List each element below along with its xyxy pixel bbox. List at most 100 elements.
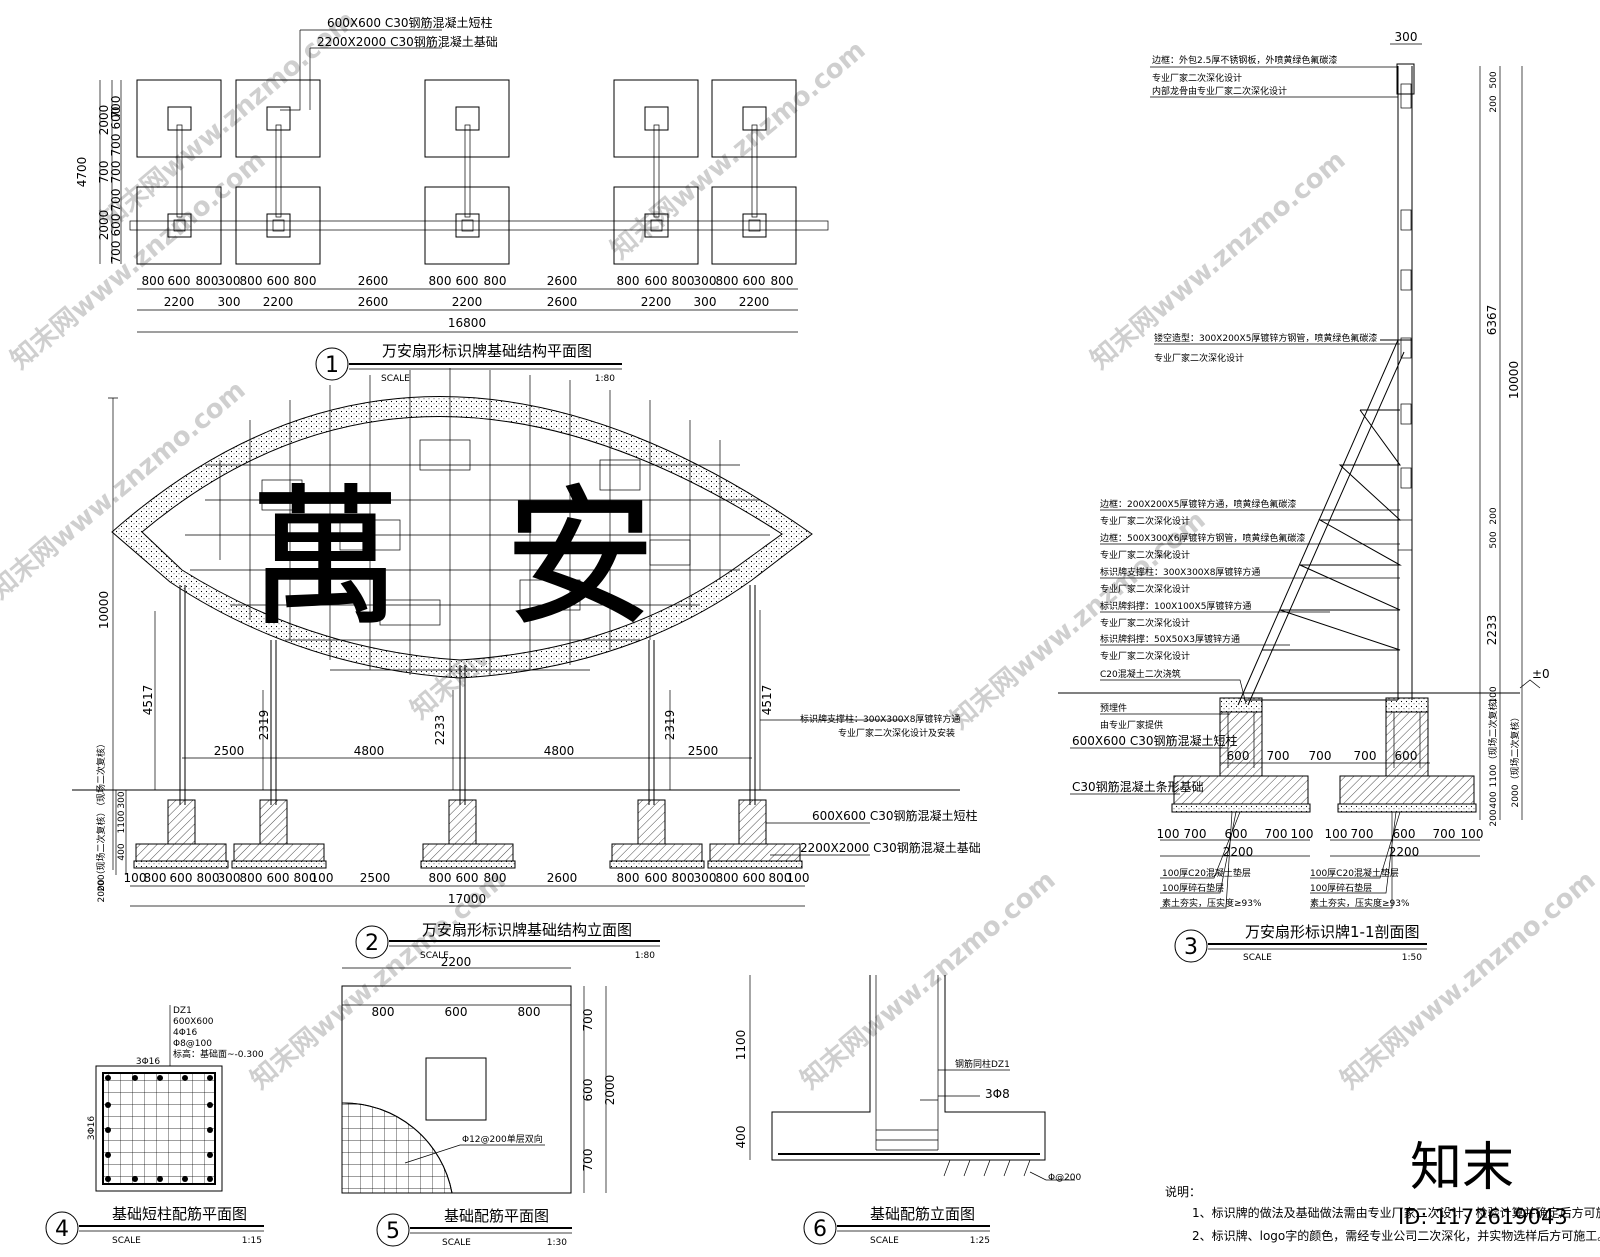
- svg-text:300: 300: [694, 871, 717, 885]
- svg-text:2200X2000 C30钢筋混凝土基础: 2200X2000 C30钢筋混凝土基础: [800, 840, 981, 855]
- svg-text:800: 800: [294, 274, 317, 288]
- svg-text:2600: 2600: [358, 295, 389, 309]
- drawing-number-circle: [1174, 929, 1208, 963]
- svg-text:1100（现场二次复核）: 1100（现场二次复核）: [1487, 693, 1499, 788]
- general-notes: 说明： 1、标识牌的做法及基础做法需由专业厂家二次设计、检验计算并确定后方可施工…: [1165, 1184, 1600, 1243]
- svg-text:标识牌斜撑：100X100X5厚镀锌方通: 标识牌斜撑：100X100X5厚镀锌方通: [1100, 600, 1251, 612]
- svg-text:800: 800: [142, 274, 165, 288]
- svg-text:400: 400: [1489, 791, 1499, 808]
- svg-text:100: 100: [124, 871, 147, 885]
- plan-footings: [129, 79, 829, 265]
- svg-text:600: 600: [456, 274, 479, 288]
- svg-text:4Φ16: 4Φ16: [173, 1028, 198, 1038]
- svg-text:1:50: 1:50: [1402, 953, 1422, 963]
- svg-text:10000: 10000: [1507, 361, 1521, 399]
- svg-text:6367: 6367: [1485, 305, 1499, 336]
- svg-text:600: 600: [1393, 827, 1416, 841]
- svg-text:700: 700: [581, 1149, 595, 1172]
- svg-text:Φ12@200单层双向: Φ12@200单层双向: [462, 1133, 543, 1145]
- svg-text:C20混凝土二次浇筑: C20混凝土二次浇筑: [1100, 668, 1181, 680]
- svg-text:2200: 2200: [1389, 845, 1420, 859]
- svg-text:700: 700: [109, 96, 123, 119]
- svg-text:600X600 C30钢筋混凝土短柱: 600X600 C30钢筋混凝土短柱: [1072, 733, 1238, 748]
- svg-text:SCALE: SCALE: [112, 1236, 141, 1246]
- svg-text:700: 700: [109, 161, 123, 184]
- svg-text:600: 600: [645, 871, 668, 885]
- svg-text:1:25: 1:25: [970, 1236, 990, 1246]
- svg-text:1100: 1100: [117, 810, 127, 833]
- svg-text:100厚C20混凝土垫层: 100厚C20混凝土垫层: [1310, 867, 1399, 879]
- elev-foundations: [133, 799, 803, 869]
- svg-text:100厚C20混凝土垫层: 100厚C20混凝土垫层: [1162, 867, 1251, 879]
- svg-text:16800: 16800: [448, 316, 486, 330]
- svg-text:800: 800: [197, 871, 220, 885]
- level-mark: ±0: [1532, 667, 1550, 681]
- svg-text:SCALE: SCALE: [442, 1238, 471, 1248]
- svg-text:专业厂家二次深化设计: 专业厂家二次深化设计: [1154, 352, 1244, 364]
- svg-text:Φ8@100: Φ8@100: [173, 1039, 212, 1049]
- svg-text:100: 100: [311, 871, 334, 885]
- svg-text:700: 700: [1351, 827, 1374, 841]
- svg-text:800: 800: [484, 274, 507, 288]
- svg-text:100: 100: [1489, 686, 1499, 703]
- svg-text:800: 800: [372, 1005, 395, 1019]
- svg-text:2000（现场二次复核）: 2000（现场二次复核）: [95, 808, 107, 903]
- sign-character: 安: [505, 472, 655, 646]
- svg-text:300: 300: [694, 274, 717, 288]
- svg-text:2000: 2000: [97, 210, 111, 241]
- svg-text:C30钢筋混凝土条形基础: C30钢筋混凝土条形基础: [1072, 779, 1204, 794]
- svg-text:800: 800: [429, 871, 452, 885]
- svg-text:800: 800: [716, 871, 739, 885]
- svg-text:1:15: 1:15: [242, 1236, 262, 1246]
- svg-text:800: 800: [672, 871, 695, 885]
- svg-text:专业厂家二次深化设计: 专业厂家二次深化设计: [1100, 549, 1190, 561]
- svg-text:800: 800: [429, 274, 452, 288]
- svg-text:600: 600: [170, 871, 193, 885]
- svg-text:800: 800: [144, 871, 167, 885]
- svg-text:专业厂家二次深化设计: 专业厂家二次深化设计: [1152, 72, 1242, 84]
- svg-text:2233: 2233: [1485, 615, 1499, 646]
- svg-text:500: 500: [1489, 71, 1499, 88]
- svg-text:300: 300: [1395, 30, 1418, 44]
- svg-text:2、标识牌、logo字的颜色，需经专业公司二次深化，并实物选: 2、标识牌、logo字的颜色，需经专业公司二次深化，并实物选样后方可施工。: [1192, 1228, 1600, 1243]
- svg-text:标识牌斜撑：50X50X3厚镀锌方通: 标识牌斜撑：50X50X3厚镀锌方通: [1100, 633, 1240, 645]
- svg-text:400: 400: [734, 1126, 748, 1149]
- svg-text:600X600 C30钢筋混凝土短柱: 600X600 C30钢筋混凝土短柱: [812, 808, 978, 823]
- svg-text:镂空造型：300X200X5厚镀锌方钢管，喷黄绿色氟碳漆: 镂空造型：300X200X5厚镀锌方钢管，喷黄绿色氟碳漆: [1154, 332, 1377, 344]
- svg-text:600: 600: [445, 1005, 468, 1019]
- svg-text:4517: 4517: [760, 685, 774, 716]
- svg-text:2200: 2200: [1223, 845, 1254, 859]
- plan-drawing: 600X600 C30钢筋混凝土短柱 2200X2000 C30钢筋混凝土基础 …: [75, 15, 829, 384]
- svg-text:专业厂家二次深化设计: 专业厂家二次深化设计: [1100, 650, 1190, 662]
- svg-text:800: 800: [484, 871, 507, 885]
- plan-bottom-dims: 800 600 800 300 800 600 800 2600 800 600…: [142, 274, 794, 330]
- svg-text:2200: 2200: [739, 295, 770, 309]
- drawing-title: 万安扇形标识牌基础结构立面图: [422, 921, 632, 939]
- svg-text:800: 800: [196, 274, 219, 288]
- drawing-title: 万安扇形标识牌1-1剖面图: [1245, 923, 1420, 941]
- svg-text:700: 700: [1309, 749, 1332, 763]
- svg-text:700: 700: [581, 1009, 595, 1032]
- svg-text:标识牌支撑柱：300X300X8厚镀锌方通: 标识牌支撑柱：300X300X8厚镀锌方通: [1100, 566, 1260, 578]
- svg-text:1100: 1100: [734, 1030, 748, 1061]
- drawing-number: 4: [55, 1217, 69, 1242]
- svg-text:700: 700: [1267, 749, 1290, 763]
- svg-text:100: 100: [1157, 827, 1180, 841]
- svg-text:说明：: 说明：: [1165, 1184, 1201, 1199]
- svg-text:2500: 2500: [214, 744, 245, 758]
- svg-text:600: 600: [456, 871, 479, 885]
- svg-text:600: 600: [267, 274, 290, 288]
- svg-text:100: 100: [1325, 827, 1348, 841]
- drawing-title: 基础配筋立面图: [870, 1205, 975, 1223]
- drawing-title: 基础短柱配筋平面图: [112, 1205, 247, 1223]
- svg-text:内部龙骨由专业厂家二次深化设计: 内部龙骨由专业厂家二次深化设计: [1152, 85, 1287, 97]
- drawing-title: 万安扇形标识牌基础结构平面图: [382, 342, 592, 360]
- svg-text:2500: 2500: [688, 744, 719, 758]
- lattice-pattern: [185, 368, 770, 678]
- svg-text:600: 600: [1395, 749, 1418, 763]
- truss: [1237, 339, 1412, 706]
- sign-character: 萬: [250, 472, 400, 646]
- svg-text:（现场二次复核）: （现场二次复核）: [95, 739, 107, 811]
- svg-text:SCALE: SCALE: [870, 1236, 899, 1246]
- drawing-title: 基础配筋平面图: [444, 1207, 549, 1225]
